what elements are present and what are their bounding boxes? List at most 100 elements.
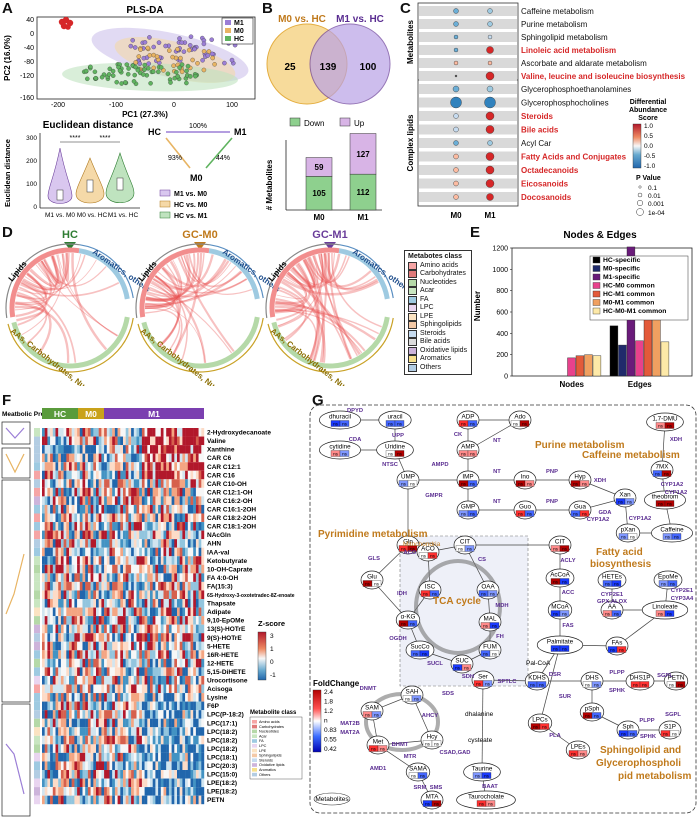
venn-right-title: M1 vs. HC	[336, 14, 384, 25]
heatmap-cell	[187, 504, 191, 514]
heatmap-cell	[201, 530, 205, 540]
heatmap-cell	[96, 590, 99, 599]
heatmap-cell	[125, 513, 129, 523]
heatmap-cell	[106, 624, 110, 634]
heatmap-cell	[87, 470, 91, 480]
heatmap-cell	[150, 530, 153, 540]
heatmap-cell	[201, 607, 205, 617]
heatmap-row-label: Ketobutyrate	[207, 558, 247, 565]
metabolite-label: Hcy	[427, 734, 439, 741]
heatmap-cell	[158, 539, 161, 548]
heatmap-cell	[98, 556, 102, 565]
heatmap-cell	[71, 607, 75, 617]
heatmap-cell	[74, 590, 78, 599]
plsda-xtick-m200: -200	[51, 102, 65, 109]
heatmap-cell	[117, 607, 121, 617]
heatmap-cell	[104, 522, 107, 531]
heatmap-cell	[190, 513, 194, 523]
heatmap-cell	[133, 556, 137, 565]
fc-ns-label: ns	[397, 422, 403, 427]
heatmap-cell	[114, 547, 118, 557]
metabolite-label: pSph	[585, 706, 600, 713]
heatmap-cell	[171, 616, 175, 625]
heatmap-cell	[179, 599, 183, 608]
heatmap-cell	[163, 539, 167, 548]
heatmap-cell	[133, 539, 137, 548]
ne-legend-label: HC-M1 common	[603, 291, 655, 298]
plsda-point	[229, 57, 235, 63]
heatmap-cell	[152, 522, 156, 531]
heatmap-cell	[179, 530, 183, 540]
heatmap-cell	[147, 479, 151, 488]
fc-ns-label: ns	[665, 535, 671, 540]
chord-link	[19, 281, 120, 297]
heatmap-cell	[201, 581, 205, 591]
heatmap-cell	[158, 445, 161, 454]
heatmap-cell	[98, 513, 102, 523]
heatmap-cell	[98, 462, 102, 471]
heatmap-cell	[50, 539, 53, 548]
bubble-row-label: Sphingolipid metabolism	[521, 33, 608, 42]
heatmap-cell	[50, 504, 53, 514]
heatmap-cell	[150, 445, 153, 454]
bubble-m1	[484, 96, 496, 109]
heatmap-cell	[96, 487, 99, 497]
heatmap-cell	[150, 428, 153, 437]
heatmap-cell	[182, 522, 186, 531]
heatmap-cell	[93, 607, 97, 617]
bubble-m1	[485, 165, 495, 175]
bubble-p-4: 1e-04	[648, 210, 665, 217]
heatmap-cell	[128, 581, 132, 591]
heatmap-cell	[125, 445, 129, 454]
heatmap-cell	[50, 530, 53, 540]
heatmap-cell	[139, 624, 143, 634]
heatmap-cell	[136, 487, 140, 497]
heatmap-cell	[163, 530, 167, 540]
tri-p-hc-m0: 93%	[168, 155, 182, 162]
profile-line	[5, 427, 25, 439]
fc-ns-label: ns	[388, 422, 394, 427]
heatmap-cell	[166, 479, 170, 488]
bubble-m1	[485, 152, 495, 161]
heatmap-cell	[85, 607, 89, 617]
heatmap-cell	[155, 496, 159, 505]
euclid-xcat-2: M0 vs. HC	[77, 212, 108, 219]
heatmap-cell	[106, 539, 110, 548]
fc-ns-label: ns	[533, 725, 539, 730]
heatmap-cell	[112, 462, 116, 471]
heatmap-cell	[182, 496, 186, 505]
heatmap-cell	[104, 462, 107, 471]
heatmap-cell	[166, 556, 170, 565]
heatmap-cell	[79, 479, 83, 488]
heatmap-cell	[87, 556, 91, 565]
heatmap-cell	[174, 556, 178, 565]
heatmap-cell	[82, 624, 86, 634]
heatmap-row-label: CAR C6	[207, 455, 232, 462]
ne-bar	[584, 354, 593, 377]
heatmap-cell	[42, 487, 45, 497]
fc-ns-label: ns	[553, 580, 559, 585]
plsda-point	[147, 35, 152, 40]
heatmap-cell	[168, 462, 172, 471]
heatmap-cell	[147, 470, 151, 480]
fc-ns-label: ns	[420, 774, 426, 779]
heatmap-cell	[139, 581, 143, 591]
metabolite-label: Taurocholate	[468, 794, 505, 801]
title-caffeine: Caffeine metabolism	[582, 450, 680, 461]
legend-label: Others	[420, 363, 442, 371]
heatmap-cell	[201, 539, 205, 548]
heatmap-cell	[182, 556, 186, 565]
heatmap-cell	[101, 590, 105, 599]
heatmap-cell	[82, 445, 86, 454]
fc-ns-label: ns	[425, 802, 431, 807]
heatmap-cell	[93, 479, 97, 488]
metabolite-label: α-KG	[401, 614, 416, 621]
chord-legend-item: Bile acids	[408, 338, 468, 347]
fc-ns-label: ns	[484, 774, 490, 779]
heatmap-cell	[109, 453, 113, 463]
heatmap-cell	[87, 539, 91, 548]
heatmap-cell	[47, 530, 51, 540]
heatmap-cell	[125, 599, 129, 608]
chord-link	[61, 253, 70, 282]
fc-ns-label: ns	[405, 697, 411, 702]
